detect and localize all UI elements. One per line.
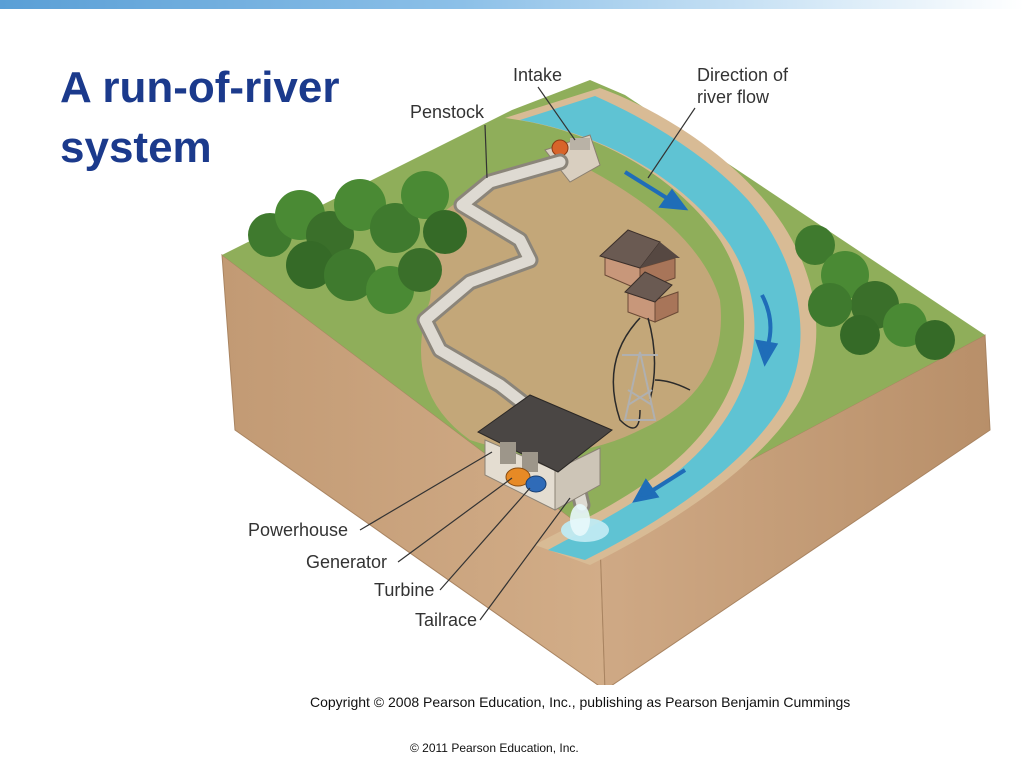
soil-right-face — [599, 334, 991, 685]
copyright-text: Copyright © 2008 Pearson Education, Inc.… — [310, 694, 851, 710]
intake-label: Intake — [513, 65, 563, 85]
house — [599, 229, 680, 323]
river — [520, 96, 801, 560]
tailrace-label: Tailrace — [415, 610, 478, 630]
run-of-river-diagram — [221, 80, 991, 685]
slide-title: A run-of-river system — [60, 63, 340, 172]
intake-structure — [544, 134, 601, 183]
direction-label: Direction of river flow — [697, 65, 789, 107]
power-lines — [612, 317, 691, 429]
turbine — [525, 475, 547, 493]
powerhouse-label: Powerhouse — [248, 520, 349, 540]
leader-lines — [359, 86, 696, 621]
footer-text: © 2011 Pearson Education, Inc. — [410, 741, 579, 755]
transmission-tower — [622, 351, 658, 421]
top-accent-bar — [0, 0, 1024, 9]
generator-label: Generator — [306, 552, 388, 572]
penstock-label: Penstock — [410, 102, 485, 122]
flow-arrows — [623, 170, 779, 503]
trees-right — [795, 225, 955, 360]
turbine-label: Turbine — [374, 580, 435, 600]
trees-left — [248, 171, 467, 314]
tailrace-splash — [561, 504, 609, 542]
generator — [505, 467, 531, 487]
